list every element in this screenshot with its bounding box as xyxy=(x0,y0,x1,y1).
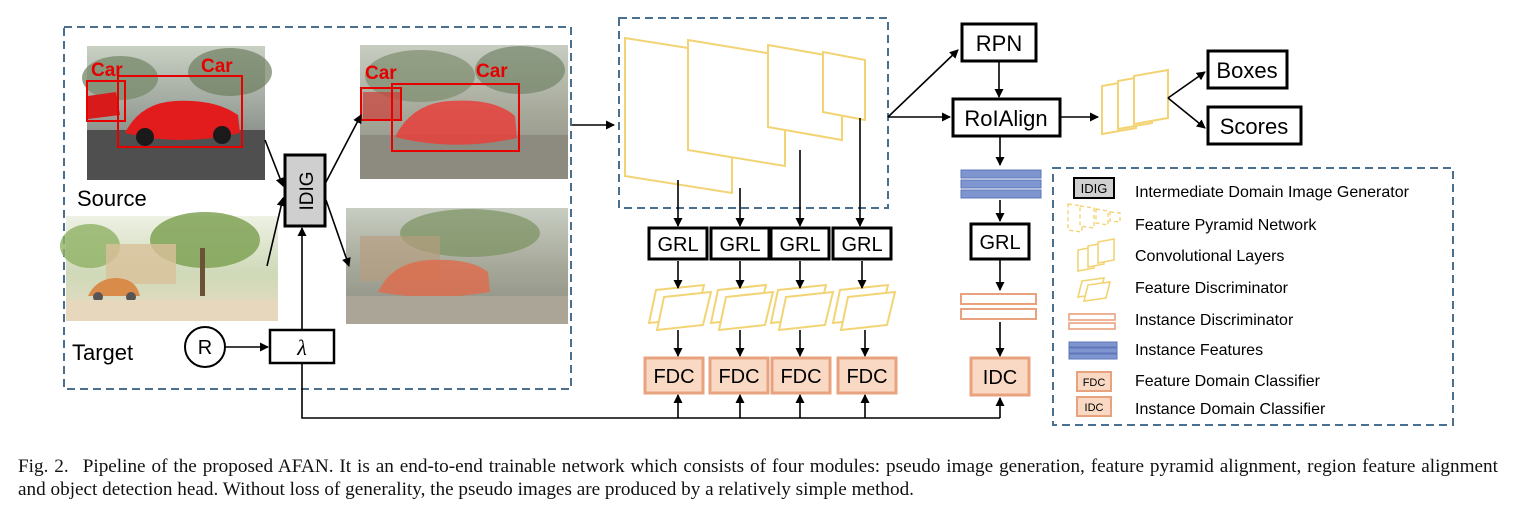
legend-idig-glyph-text: IDIG xyxy=(1081,181,1108,196)
legend-fpn-glyph xyxy=(1067,203,1121,233)
legend-idc-glyph-text: IDC xyxy=(1085,402,1104,414)
legend-fdc-glyph-text: FDC xyxy=(1083,377,1106,389)
grl-label-1: GRL xyxy=(657,234,698,256)
image-generation-module-border xyxy=(63,26,572,390)
idc-block xyxy=(969,356,1031,397)
left-module-arrows xyxy=(225,114,1000,419)
legend-label-idc: Instance Domain Classifier xyxy=(1135,401,1326,418)
roialign-label: RoIAlign xyxy=(964,106,1047,131)
instance-features xyxy=(960,169,1042,199)
source-image: Car Car xyxy=(82,46,272,180)
detection-head-convolutions xyxy=(1101,68,1169,136)
grl-label-4: GRL xyxy=(841,234,882,256)
legend-label-instance-discriminator: Instance Discriminator xyxy=(1135,312,1294,329)
pseudo-car-label-2: Car xyxy=(476,61,508,82)
legend-idc-glyph xyxy=(1076,396,1112,417)
grl-instance-block xyxy=(969,222,1031,261)
legend-feature-discriminator-glyph xyxy=(1076,277,1112,302)
feature-pyramid-layers xyxy=(624,36,866,195)
grl-label-3: GRL xyxy=(779,234,820,256)
legend-instance-features-glyph xyxy=(1068,341,1118,360)
pseudo-image-1: Car Car xyxy=(360,45,568,179)
legend-label-conv: Convolutional Layers xyxy=(1135,248,1284,265)
boxes-block xyxy=(1206,49,1289,90)
figure-caption-label: Fig. 2. xyxy=(18,456,69,477)
grl-block-1 xyxy=(647,226,709,261)
legend-conv-glyph xyxy=(1077,238,1115,272)
boxes-label: Boxes xyxy=(1216,58,1277,83)
lambda-label: λ xyxy=(296,335,307,360)
rpn-block xyxy=(960,22,1038,63)
grl-block-3 xyxy=(769,226,831,261)
fdc-label-1: FDC xyxy=(653,366,694,388)
grl-label-2: GRL xyxy=(719,234,760,256)
legend-labels: Intermediate Domain Image Generator Feat… xyxy=(1135,184,1410,418)
target-label: Target xyxy=(72,340,133,365)
fdc-block-4 xyxy=(836,356,898,395)
fdc-block-1 xyxy=(643,356,705,395)
legend-fdc-glyph xyxy=(1076,371,1112,392)
figure-caption-text: Pipeline of the proposed AFAN. It is an … xyxy=(18,456,1498,500)
scores-label: Scores xyxy=(1220,114,1288,139)
legend-glyphs: IDIG FDC IDC xyxy=(1067,177,1121,417)
idig-label: IDIG xyxy=(297,171,318,210)
instance-discriminator xyxy=(960,293,1037,320)
legend-instance-discriminator-glyph xyxy=(1068,313,1116,330)
grl-block-4 xyxy=(831,226,893,261)
figure-caption: Fig. 2.Pipeline of the proposed AFAN. It… xyxy=(18,455,1498,501)
pseudo-car-label-1: Car xyxy=(365,63,397,84)
fdc-label-2: FDC xyxy=(718,366,759,388)
legend-label-fpn: Feature Pyramid Network xyxy=(1135,217,1317,234)
pyramid-arrows xyxy=(673,49,1005,418)
legend-border xyxy=(1052,167,1454,426)
fdc-label-4: FDC xyxy=(846,366,887,388)
grl-row: GRL GRL GRL GRL xyxy=(647,226,893,261)
legend-label-feature-discriminator: Feature Discriminator xyxy=(1135,280,1289,297)
scores-block xyxy=(1206,105,1303,146)
fdc-label-3: FDC xyxy=(780,366,821,388)
roialign-block xyxy=(951,97,1062,138)
afan-pipeline-diagram: Car Car Source Target Car Car ID xyxy=(60,17,1454,426)
grl-instance-label: GRL xyxy=(979,232,1020,254)
idig-block xyxy=(283,153,327,228)
rpn-label: RPN xyxy=(976,31,1022,56)
legend-label-fdc: Feature Domain Classifier xyxy=(1135,373,1321,390)
legend-label-instance-features: Instance Features xyxy=(1135,342,1263,359)
legend-idig-glyph xyxy=(1073,177,1115,199)
source-car-label-1: Car xyxy=(91,60,123,81)
pseudo-image-2 xyxy=(346,208,568,324)
fdc-block-3 xyxy=(770,356,832,395)
source-car-label-2: Car xyxy=(201,56,233,77)
random-sampler-label: R xyxy=(198,337,212,359)
fdc-row: FDC FDC FDC FDC xyxy=(643,356,898,395)
fdc-block-2 xyxy=(708,356,770,395)
feature-discriminators xyxy=(647,283,897,332)
source-label: Source xyxy=(77,186,147,211)
feature-pyramid-module-border xyxy=(618,17,889,209)
idc-label: IDC xyxy=(983,367,1017,389)
target-image xyxy=(60,212,278,321)
grl-block-2 xyxy=(709,226,771,261)
detection-arrows xyxy=(994,62,1206,357)
legend-label-idig: Intermediate Domain Image Generator xyxy=(1135,184,1410,201)
